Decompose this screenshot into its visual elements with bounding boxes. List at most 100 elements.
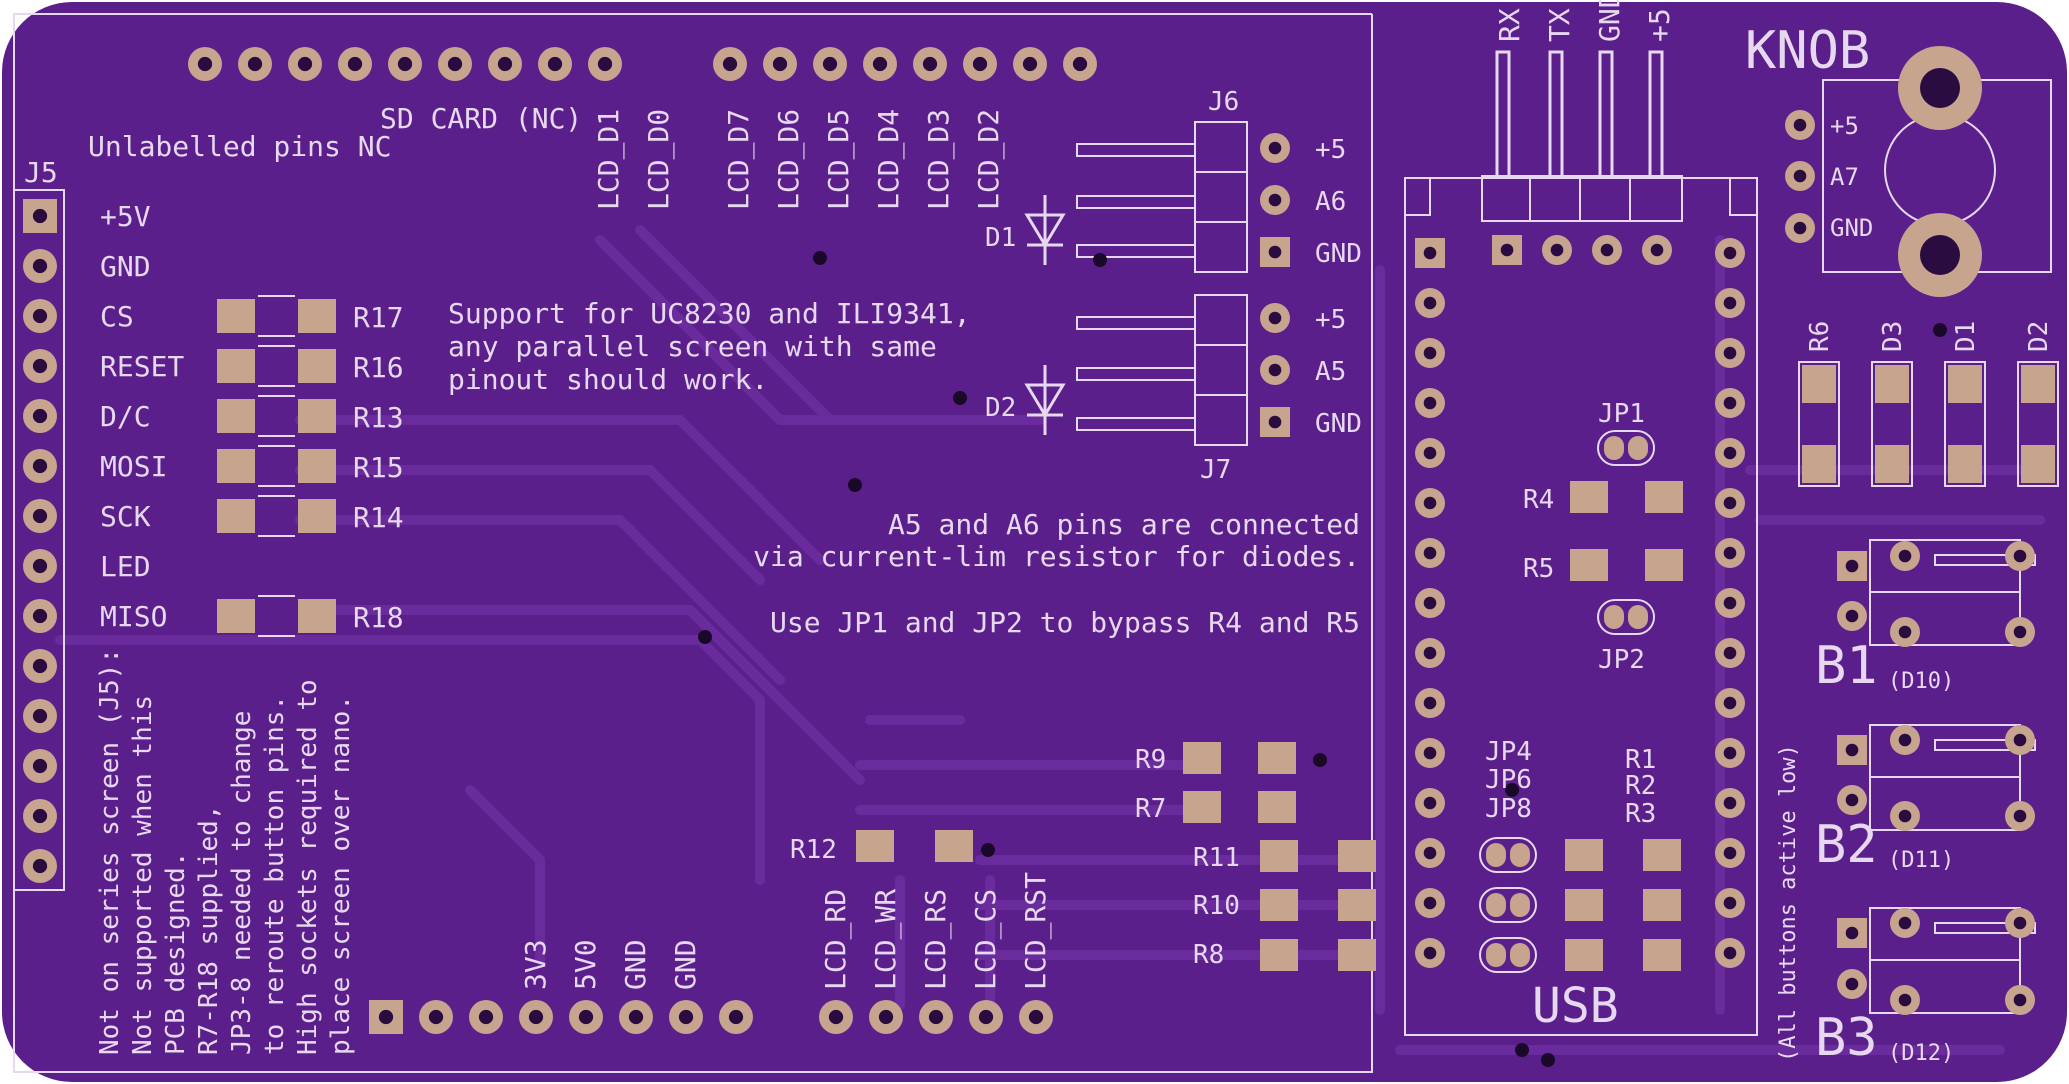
nano-pad-hole <box>1423 696 1437 710</box>
j5-pad-hole <box>32 358 48 374</box>
via <box>1541 1053 1555 1067</box>
r2-label: R2 <box>1625 771 1656 801</box>
via <box>1515 1043 1529 1057</box>
serial-label: +5 <box>1643 8 1676 42</box>
r5-label: R5 <box>1523 554 1554 584</box>
r11-label: R11 <box>1193 843 1240 873</box>
b1-label: B1 <box>1815 636 1878 696</box>
resistor-pad <box>1260 840 1298 872</box>
knob-pad-hole <box>1793 118 1807 132</box>
top-header-pad-hole <box>972 56 988 72</box>
knob-title: KNOB <box>1745 21 1870 81</box>
nano-pad-hole <box>1423 446 1437 460</box>
via <box>1093 253 1107 267</box>
j6-ref: J6 <box>1208 87 1239 117</box>
led-label: D3 <box>1878 321 1908 352</box>
nano-pad-hole <box>1423 346 1437 360</box>
resistor-pad <box>1338 840 1376 872</box>
resistor-pad <box>1258 791 1296 823</box>
j5-pad-hole <box>32 858 48 874</box>
resistor-label: R16 <box>353 351 404 384</box>
resistor-pad <box>217 599 255 633</box>
serial-pins <box>1495 50 1664 179</box>
jumper-pad <box>1604 436 1624 460</box>
r10-label: R10 <box>1193 891 1240 921</box>
bottom-header-pad-hole <box>578 1009 594 1025</box>
bottom-header-pad-hole <box>928 1009 944 1025</box>
top-header-pad-hole <box>597 56 613 72</box>
knob-mount-hole <box>1920 235 1960 275</box>
jp2-label: JP2 <box>1598 645 1645 675</box>
j5-pad-hole <box>32 258 48 274</box>
j5-label: MISO <box>100 600 167 633</box>
jp6-label: JP6 <box>1485 765 1532 795</box>
led-label: D1 <box>1951 321 1981 352</box>
via <box>1933 323 1947 337</box>
bottom-header-pad-hole <box>878 1009 894 1025</box>
via <box>953 391 967 405</box>
resistor-pad <box>856 830 894 862</box>
resistor-pad <box>1565 939 1603 971</box>
led-pad <box>1948 445 1982 483</box>
nano-pad-hole <box>1723 396 1737 410</box>
jp4-label: JP4 <box>1485 737 1532 767</box>
jumper-silk <box>1479 887 1537 923</box>
nano-pad-hole <box>1723 496 1737 510</box>
j5-label: CS <box>100 300 134 333</box>
led-silk <box>1798 361 1840 487</box>
bottom-header-pad-hole <box>628 1009 644 1025</box>
j5-pad-hole <box>32 658 48 674</box>
resistor-pad <box>1645 481 1683 513</box>
b3-label: B3 <box>1815 1008 1878 1068</box>
jheader-pin-label: +5 <box>1315 305 1346 335</box>
bottom-power-label: 5V0 <box>569 939 602 990</box>
resistor-pad <box>217 399 255 433</box>
side-note-line: R7-R18 supplied, <box>194 805 224 1055</box>
lcd-label-top: LCD_D6 <box>772 109 806 210</box>
resistor-pad <box>298 349 336 383</box>
knob-mount-hole <box>1920 68 1960 108</box>
bottom-lcd-label: LCD_WR <box>869 889 903 990</box>
via <box>813 251 827 265</box>
resistor-pad <box>217 349 255 383</box>
nano-pad-hole <box>1723 246 1737 260</box>
resistor-pad <box>217 499 255 533</box>
b2-label: B2 <box>1815 815 1878 875</box>
lcd-label-top: LCD_D2 <box>972 109 1006 210</box>
button-silk <box>1869 539 2036 1014</box>
bottom-pin1-pad-hole <box>378 1009 394 1025</box>
pads-layer <box>13 46 2059 1067</box>
knob-pin-label: GND <box>1830 214 1873 242</box>
nano-pad-hole <box>1423 796 1437 810</box>
knob-pad-hole <box>1793 221 1807 235</box>
bottom-header-pad-hole <box>528 1009 544 1025</box>
side-note-line: place screen over nano. <box>326 695 356 1055</box>
jumper-pad <box>1486 893 1506 917</box>
resistor-pad <box>298 599 336 633</box>
nano-pad-hole <box>1723 796 1737 810</box>
resistor-pad <box>1643 889 1681 921</box>
top-header-pad-hole <box>297 56 313 72</box>
resistor-pad <box>298 499 336 533</box>
j5-label: SCK <box>100 500 151 533</box>
bottom-lcd-label: LCD_RST <box>1019 872 1053 990</box>
bottom-lcd-label: LCD_RS <box>919 889 953 990</box>
support-line-3: pinout should work. <box>448 363 768 396</box>
jheader-pad-hole <box>1268 141 1282 155</box>
r4-label: R4 <box>1523 485 1554 515</box>
resistor-pad <box>1565 889 1603 921</box>
nano-pad-hole <box>1723 696 1737 710</box>
knob-pin-label: +5 <box>1830 112 1859 140</box>
resistor-pad <box>217 449 255 483</box>
usb-label: USB <box>1532 978 1619 1034</box>
nano-pad-hole <box>1423 746 1437 760</box>
resistor-pad <box>1260 889 1298 921</box>
j5-label: LED <box>100 550 151 583</box>
led-pad <box>2021 445 2055 483</box>
j7-ref: J7 <box>1200 455 1231 485</box>
j5-label: MOSI <box>100 450 167 483</box>
top-header-pad-hole <box>247 56 263 72</box>
top-header-pad-hole <box>872 56 888 72</box>
